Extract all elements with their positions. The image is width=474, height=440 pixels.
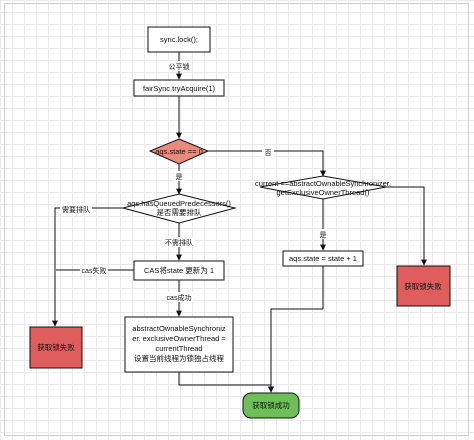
edge-need-queue: [52, 207, 123, 327]
owner-check-diamond: [259, 175, 387, 200]
has-queued-diamond: [121, 193, 237, 224]
cas-state-text: CAS将state 更新为 1: [144, 265, 214, 275]
fail-left-node: 获取锁失败: [29, 326, 83, 369]
set-owner-text-line2: er. exclusiveOwnerThread =: [132, 334, 226, 343]
edge-set-owner-to-success: [178, 372, 274, 393]
state-check-diamond: [148, 138, 210, 165]
diagram-frame: [4, 3, 469, 436]
set-owner-text-line4: 设置当前线程为锁独占线程: [134, 353, 224, 363]
success-node: 获取锁成功: [242, 392, 300, 419]
edge-state-check-no: [208, 150, 326, 177]
try-acquire-text: fairSync.tryAcquire(1): [143, 84, 216, 93]
label-cas-fail: cas失败: [82, 266, 107, 275]
label-yes-state: 是: [176, 173, 183, 181]
label-no: 否: [265, 149, 272, 157]
edges: [52, 52, 427, 393]
has-queued-text-line1: aqs.hasQueuedPredecessors(): [127, 199, 231, 208]
label-no-queue: 不需排队: [165, 238, 193, 247]
label-need-queue: 需要排队: [62, 205, 90, 214]
state-increment-text: aqs.state = state + 1: [289, 254, 357, 263]
sync-lock-text: sync.lock();: [160, 35, 198, 44]
edge-labels: 公平锁 否 是 需要排队 不需排队 cas失败 cas成功 是: [60, 61, 329, 302]
owner-check-text-line2: getExclusiveOwnerThread(): [277, 188, 370, 197]
label-fair-lock: 公平锁: [169, 62, 190, 71]
has-queued-text-line2: 是否需要排队: [157, 207, 202, 217]
edge-increment-to-success: [268, 308, 323, 393]
set-owner-node: abstractOwnableSynchroniz er. exclusiveO…: [124, 316, 234, 373]
state-check-text: aqs.state == 0: [155, 147, 203, 156]
sync-lock-node: sync.lock();: [147, 26, 211, 53]
has-queued-decision: aqs.hasQueuedPredecessors() 是否需要排队: [121, 193, 237, 224]
fail-left-text: 获取锁失败: [37, 342, 75, 352]
cas-state-node: CAS将state 更新为 1: [133, 260, 225, 281]
label-cas-success: cas成功: [167, 293, 192, 302]
try-acquire-node: fairSync.tryAcquire(1): [133, 79, 225, 97]
success-text: 获取锁成功: [252, 400, 290, 410]
state-increment-node: aqs.state = state + 1: [282, 250, 364, 267]
fail-right-node: 获取锁失败: [396, 265, 451, 307]
edge-owner-check-no: [386, 186, 427, 266]
fail-right-text: 获取锁失败: [404, 281, 442, 291]
state-check-decision: aqs.state == 0: [148, 138, 210, 165]
owner-check-text-line1: current ==abstractOwnableSynchronizer.: [255, 179, 391, 188]
set-owner-text-line3: currentThread: [155, 344, 202, 353]
label-yes-owner: 是: [320, 231, 327, 239]
owner-check-decision: current ==abstractOwnableSynchronizer. g…: [255, 175, 391, 200]
set-owner-text-line1: abstractOwnableSynchroniz: [132, 324, 226, 333]
